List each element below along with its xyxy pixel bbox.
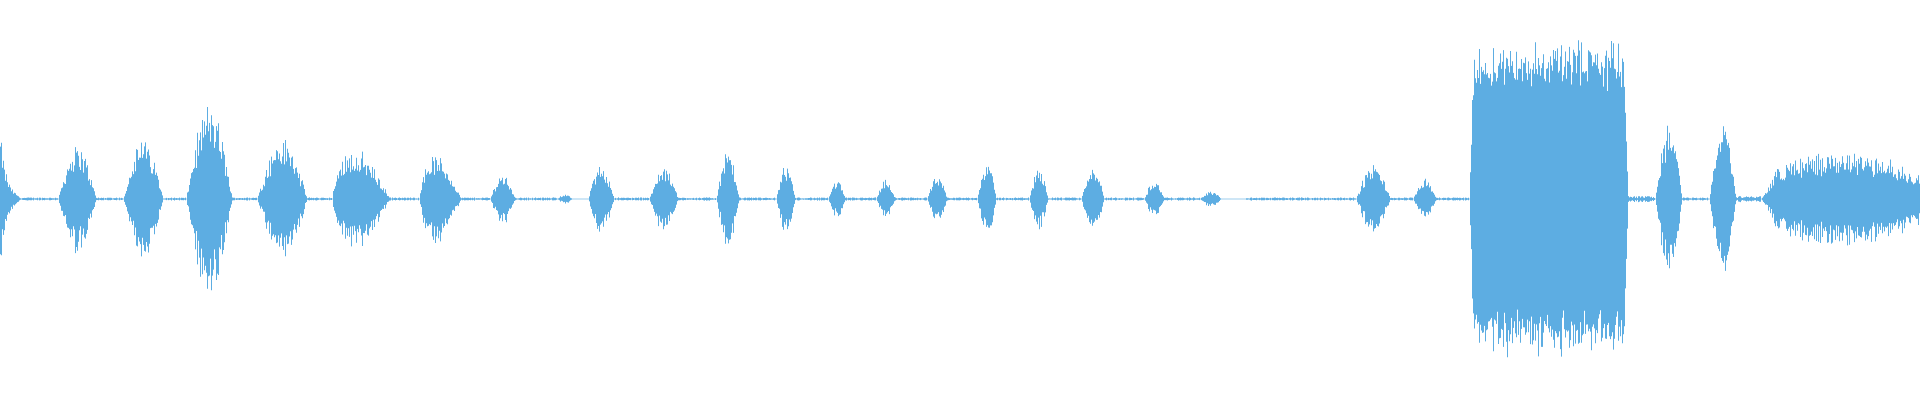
waveform-bars	[0, 40, 1920, 358]
waveform-path	[0, 40, 1920, 358]
